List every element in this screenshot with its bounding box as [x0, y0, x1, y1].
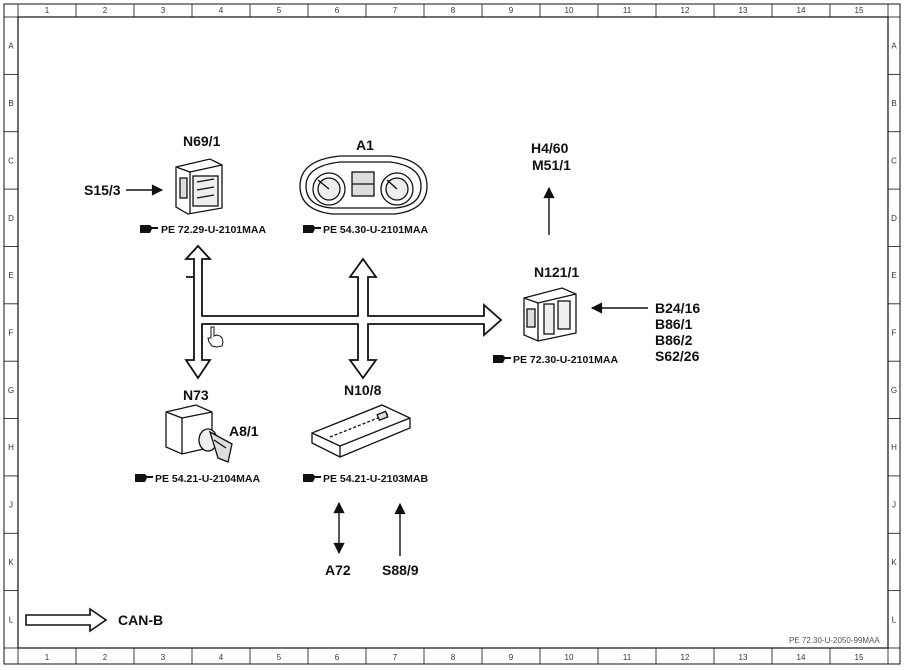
- s62-26-label: S62/26: [655, 348, 700, 364]
- row-labels: A A B B C C D D E E F F G G H H J J K K L L: [8, 42, 897, 625]
- row-label: B: [891, 99, 896, 108]
- b86-1-label: B86/1: [655, 316, 693, 332]
- n69-1-label: N69/1: [183, 133, 221, 149]
- column-label: 3: [161, 6, 166, 15]
- row-label: B: [8, 99, 13, 108]
- n69-1-ref: PE 72.29-U-2101MAA: [161, 224, 266, 236]
- row-label: J: [892, 501, 896, 510]
- n121-1-label: N121/1: [534, 264, 579, 280]
- signal-arrows: [126, 184, 648, 556]
- n73-label: N73: [183, 387, 209, 403]
- column-label: 5: [277, 6, 282, 15]
- hand-pointing-icon: [493, 355, 511, 363]
- column-label: 15: [855, 653, 864, 662]
- column-label: 8: [451, 6, 456, 15]
- n73-ignition-switch-icon[interactable]: [165, 404, 233, 463]
- column-label: 9: [509, 6, 514, 15]
- column-label: 4: [219, 653, 224, 662]
- can-b-legend-label: CAN-B: [118, 612, 163, 628]
- n121-1-ref: PE 72.30-U-2101MAA: [513, 354, 618, 366]
- column-label: 11: [623, 6, 632, 15]
- row-label: H: [8, 443, 14, 452]
- row-label: K: [8, 558, 14, 567]
- column-label: 10: [565, 653, 574, 662]
- can-b-legend-arrow: [25, 607, 108, 633]
- hand-cursor-icon: [207, 326, 224, 348]
- row-label: A: [8, 42, 14, 51]
- column-label: 6: [335, 6, 340, 15]
- column-label: 12: [681, 653, 690, 662]
- a8-1-label: A8/1: [229, 423, 259, 439]
- column-label: 10: [565, 6, 574, 15]
- column-label: 8: [451, 653, 456, 662]
- row-label: F: [892, 329, 897, 338]
- n69-1-module-icon[interactable]: [175, 158, 223, 215]
- hand-pointing-icon: [140, 225, 158, 233]
- row-label: H: [891, 443, 897, 452]
- n121-1-module-icon[interactable]: [523, 287, 577, 342]
- hand-pointing-icon: [303, 474, 321, 482]
- column-label: 14: [797, 653, 806, 662]
- column-ticks: [17, 4, 889, 664]
- column-label: 3: [161, 653, 166, 662]
- n73-ref: PE 54.21-U-2104MAA: [155, 473, 260, 485]
- row-label: D: [891, 214, 897, 223]
- column-label: 13: [739, 6, 748, 15]
- column-label: 12: [681, 6, 690, 15]
- s88-9-label: S88/9: [382, 562, 419, 578]
- n10-8-module-icon[interactable]: [311, 404, 411, 458]
- column-label: 1: [45, 6, 50, 15]
- a72-label: A72: [325, 562, 351, 578]
- row-label: D: [8, 214, 14, 223]
- column-label: 11: [623, 653, 632, 662]
- row-label: C: [8, 156, 14, 165]
- row-label: C: [891, 156, 897, 165]
- column-label: 4: [219, 6, 224, 15]
- can-b-bus: [183, 244, 503, 380]
- reference-hand-icons: [135, 225, 511, 482]
- column-label: 7: [393, 653, 398, 662]
- a1-instrument-cluster-icon[interactable]: [299, 155, 428, 215]
- column-label: 9: [509, 653, 514, 662]
- b86-2-label: B86/2: [655, 332, 693, 348]
- hand-pointing-icon: [303, 225, 321, 233]
- row-label: L: [892, 615, 897, 624]
- m51-1-label: M51/1: [532, 157, 571, 173]
- column-label: 2: [103, 653, 108, 662]
- h4-60-label: H4/60: [531, 140, 569, 156]
- column-labels: 1122334455667788991010111112121313141415…: [45, 6, 864, 662]
- column-label: 13: [739, 653, 748, 662]
- row-ticks: [4, 16, 900, 649]
- s15-3-label: S15/3: [84, 182, 121, 198]
- row-label: E: [891, 271, 896, 280]
- row-label: F: [9, 329, 14, 338]
- a1-ref: PE 54.30-U-2101MAA: [323, 224, 428, 236]
- hand-pointing-icon: [135, 474, 153, 482]
- a1-label: A1: [356, 137, 374, 153]
- column-label: 14: [797, 6, 806, 15]
- row-label: E: [8, 271, 13, 280]
- column-label: 15: [855, 6, 864, 15]
- n10-8-ref: PE 54.21-U-2103MAB: [323, 473, 428, 485]
- labels: N69/1 S15/3 PE 72.29-U-2101MAA A1 PE 54.…: [84, 133, 880, 645]
- row-label: G: [891, 386, 897, 395]
- column-label: 5: [277, 653, 282, 662]
- row-label: K: [891, 558, 897, 567]
- document-id: PE 72.30-U-2050-99MAA: [789, 636, 880, 645]
- column-label: 6: [335, 653, 340, 662]
- b24-16-label: B24/16: [655, 300, 700, 316]
- row-label: G: [8, 386, 14, 395]
- drawing-frame: 1122334455667788991010111112121313141415…: [3, 3, 901, 665]
- row-label: L: [9, 615, 14, 624]
- column-label: 1: [45, 653, 50, 662]
- n10-8-label: N10/8: [344, 382, 382, 398]
- column-label: 2: [103, 6, 108, 15]
- row-label: J: [9, 501, 13, 510]
- row-label: A: [891, 42, 897, 51]
- column-label: 7: [393, 6, 398, 15]
